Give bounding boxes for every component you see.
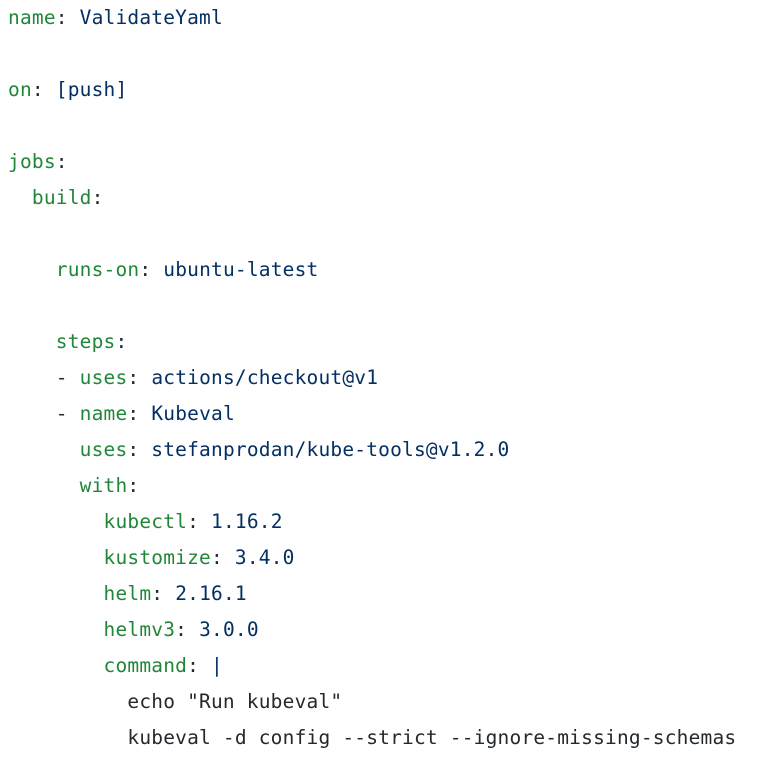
code-line: with: — [8, 468, 736, 504]
yaml-key: jobs — [8, 150, 56, 173]
colon: : — [31, 78, 44, 101]
indent — [8, 726, 127, 749]
blank-line — [8, 288, 736, 324]
indent — [8, 438, 80, 461]
code-line: kubeval -d config --strict --ignore-miss… — [8, 720, 736, 756]
colon: : — [187, 510, 200, 533]
indent — [8, 546, 104, 569]
colon: : — [55, 6, 68, 29]
code-line: - uses: actions/checkout@v1 — [8, 360, 736, 396]
yaml-value: 3.4.0 — [222, 546, 295, 569]
code-line: helm: 2.16.1 — [8, 576, 736, 612]
yaml-key: kustomize — [103, 546, 211, 569]
indent — [8, 582, 104, 605]
code-line: command: | — [8, 648, 736, 684]
code-line: kustomize: 3.4.0 — [8, 540, 736, 576]
yaml-code-block: name: ValidateYaml on: [push] jobs: build:… — [8, 0, 736, 756]
code-line: helmv3: 3.0.0 — [8, 612, 736, 648]
colon: : — [115, 330, 128, 353]
colon: : — [139, 258, 152, 281]
yaml-value: ubuntu-latest — [151, 258, 319, 281]
indent — [8, 330, 56, 353]
colon: : — [127, 474, 140, 497]
shell-command: echo "Run kubeval" — [127, 690, 343, 713]
shell-command: kubeval -d config --strict --ignore-miss… — [127, 726, 737, 749]
colon: : — [127, 366, 140, 389]
code-line: runs-on: ubuntu-latest — [8, 252, 736, 288]
code-line: build: — [8, 180, 736, 216]
yaml-value: actions/checkout@v1 — [139, 366, 379, 389]
yaml-value: ValidateYaml — [67, 6, 223, 29]
colon: : — [187, 654, 200, 677]
yaml-value: 2.16.1 — [163, 582, 247, 605]
code-line: echo "Run kubeval" — [8, 684, 736, 720]
yaml-key: with — [79, 474, 128, 497]
list-dash: - — [55, 402, 80, 425]
indent — [8, 510, 104, 533]
yaml-key: helmv3 — [103, 618, 176, 641]
code-line: steps: — [8, 324, 736, 360]
yaml-key: uses — [79, 366, 128, 389]
colon: : — [211, 546, 223, 569]
colon: : — [175, 618, 188, 641]
list-dash: - — [55, 366, 80, 389]
colon: : — [127, 402, 140, 425]
indent — [8, 258, 56, 281]
yaml-key: command — [103, 654, 188, 677]
code-line: name: ValidateYaml — [8, 0, 736, 36]
yaml-key: build — [31, 186, 92, 209]
indent — [8, 474, 80, 497]
yaml-key: name — [8, 6, 56, 29]
yaml-value: Kubeval — [139, 402, 235, 425]
yaml-key: steps — [55, 330, 116, 353]
yaml-key: runs-on — [55, 258, 140, 281]
yaml-value: 3.0.0 — [187, 618, 259, 641]
yaml-key: on — [8, 78, 32, 101]
yaml-key: uses — [79, 438, 128, 461]
yaml-key: helm — [103, 582, 152, 605]
indent — [8, 654, 104, 677]
yaml-key: kubectl — [103, 510, 188, 533]
colon: : — [151, 582, 164, 605]
indent — [8, 366, 56, 389]
code-line: kubectl: 1.16.2 — [8, 504, 736, 540]
indent — [8, 618, 104, 641]
indent — [8, 402, 56, 425]
code-line: - name: Kubeval — [8, 396, 736, 432]
colon: : — [55, 150, 68, 173]
code-line: uses: stefanprodan/kube-tools@v1.2.0 — [8, 432, 736, 468]
indent — [8, 690, 127, 713]
yaml-value: stefanprodan/kube-tools@v1.2.0 — [139, 438, 510, 461]
blank-line — [8, 108, 736, 144]
colon: : — [91, 186, 104, 209]
block-scalar-indicator: | — [199, 654, 223, 677]
code-line: on: [push] — [8, 72, 736, 108]
indent — [8, 186, 32, 209]
code-line: jobs: — [8, 144, 736, 180]
yaml-value: [push] — [43, 78, 128, 101]
yaml-value: 1.16.2 — [199, 510, 283, 533]
blank-line — [8, 36, 736, 72]
blank-line — [8, 216, 736, 252]
yaml-key: name — [79, 402, 128, 425]
colon: : — [127, 438, 140, 461]
